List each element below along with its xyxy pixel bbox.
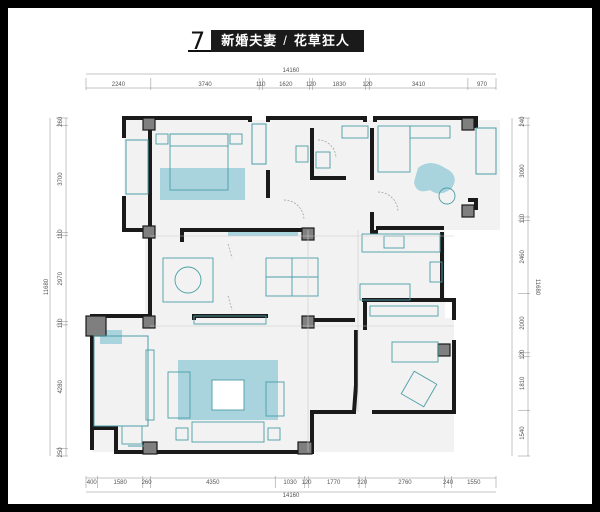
study-desk: [391, 341, 439, 363]
dim-right-2: 110: [520, 213, 526, 223]
tv-cabinet: [145, 349, 155, 421]
dim-bottom-2: 260: [142, 480, 153, 486]
windows: [93, 123, 497, 447]
dim-right-1: 3090: [520, 164, 526, 178]
toilet: [295, 145, 309, 163]
dim-top-total: 14160: [283, 68, 300, 74]
dim-left-6: 250: [58, 447, 64, 458]
lounge-chair: [400, 370, 438, 408]
dimension-ticks: [56, 78, 530, 488]
desk: [409, 125, 451, 139]
title-left: 新婚夫妻: [221, 33, 278, 48]
dim-bottom-9: 240: [443, 480, 454, 486]
dim-top-5: 1830: [333, 82, 347, 88]
furniture: [121, 125, 456, 445]
sofa: [191, 421, 265, 443]
study-shelf: [369, 305, 439, 317]
dim-bottom-4: 1030: [283, 480, 297, 486]
dim-bottom-10: 1550: [467, 480, 481, 486]
dim-left-3: 2970: [58, 271, 64, 285]
partition-shelf: [193, 315, 267, 325]
dim-left-1: 3700: [58, 172, 64, 186]
dim-right-0: 240: [520, 116, 526, 127]
title-block: 7 新婚夫妻 / 花草狂人: [188, 29, 364, 53]
dim-right-3: 2460: [520, 249, 526, 263]
armchair-right: [265, 381, 285, 417]
dim-bottom-8: 2760: [398, 480, 412, 486]
dim-right-total: 11680: [534, 279, 540, 296]
walls: [90, 116, 478, 454]
dimension-lines: [49, 73, 529, 493]
dim-bottom-0: 400: [87, 480, 98, 486]
bedroom-rug: [160, 168, 245, 200]
title-right: 花草狂人: [293, 33, 350, 48]
kitchen-cabinet: [359, 283, 411, 301]
dim-left-5: 4280: [58, 380, 64, 394]
wash-basin: [315, 151, 331, 169]
balcony-sink: [121, 425, 143, 445]
dim-top-4: 120: [306, 82, 317, 88]
dim-left-0: 260: [58, 116, 64, 127]
guide-lines: [150, 230, 454, 452]
coffee-table: [211, 379, 245, 411]
dim-top-1: 3740: [198, 82, 212, 88]
dim-top-7: 3410: [412, 82, 426, 88]
dim-left-2: 110: [58, 229, 64, 239]
dim-right-7: 1540: [520, 426, 526, 440]
dim-top-3: 1620: [279, 82, 293, 88]
plant-icon: [174, 266, 202, 294]
dim-top-2: 110: [256, 82, 266, 88]
vanity: [341, 125, 369, 139]
title-bar: 新婚夫妻 / 花草狂人: [211, 30, 364, 52]
dim-left-4: 110: [58, 318, 64, 328]
dim-bottom-7: 220: [357, 480, 368, 486]
dim-bottom-3: 4350: [206, 480, 220, 486]
armchair-left: [167, 371, 191, 419]
dim-bottom-1: 1580: [113, 480, 127, 486]
dim-right-4: 2000: [520, 316, 526, 330]
plan-number: 7: [188, 29, 212, 53]
dim-bottom-total: 14160: [283, 493, 300, 499]
master-bed: [377, 125, 411, 173]
dimension-labels: 14160 14160 11680 11680 2240 3740 110 1620 1…: [44, 68, 540, 499]
dim-top-8: 970: [477, 82, 488, 88]
fridge: [429, 261, 443, 283]
kitchen-counter: [361, 233, 441, 253]
dim-top-0: 2240: [112, 82, 126, 88]
dim-right-5: 120: [520, 349, 526, 360]
dim-bottom-6: 1770: [327, 480, 341, 486]
dim-top-6: 120: [362, 82, 373, 88]
planter: [162, 257, 214, 303]
dim-right-6: 1810: [520, 376, 526, 390]
dim-left-total: 11680: [44, 278, 50, 295]
dim-bottom-5: 120: [301, 480, 312, 486]
doors: [227, 139, 399, 311]
title-separator: /: [283, 33, 288, 48]
armchair: [438, 187, 456, 205]
master-bed-rug: [414, 163, 455, 194]
